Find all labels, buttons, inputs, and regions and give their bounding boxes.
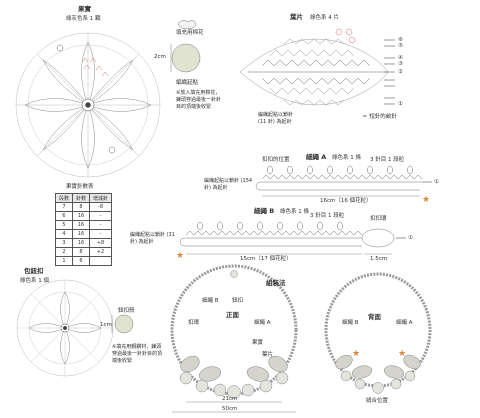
ball-note: ※放入填充用棉花，鍊頭穿過最後一針針目的頂端後收緊 xyxy=(176,90,222,110)
table-cell: 6 xyxy=(72,256,91,266)
cord-a-chart xyxy=(255,165,432,197)
leaf-row-6: ⑥ xyxy=(398,37,403,43)
cord-a-title: 細繩 A xyxy=(306,153,327,161)
button-title: 包鈕扣 xyxy=(24,267,44,275)
button-size: 1cm xyxy=(100,322,112,328)
cord-a-length: 16cm（16 個花粒） xyxy=(320,198,372,204)
cord-b-length: 15cm（17 個花粒） xyxy=(240,256,292,262)
back-cord-b-label: 細繩 B xyxy=(342,320,359,326)
cord-b-row: ① xyxy=(408,235,413,241)
table-cell: +8 xyxy=(89,238,113,248)
cord-a-start: 編織起點以鎖針 (154 針) 為起針 xyxy=(204,178,253,191)
table-cell: 2 xyxy=(54,247,74,257)
cord-b-loop-label: 扣扣環 xyxy=(370,216,387,222)
leaf-row-5: ⑤ xyxy=(398,43,403,49)
table-cell: - xyxy=(89,220,113,230)
table-cell: 8 xyxy=(72,247,91,257)
table-cell: - xyxy=(89,229,113,239)
cord-b-start: 編織起點以鎖針 (31 針) 為起針 xyxy=(130,232,175,245)
front-necklace xyxy=(170,264,298,413)
button-note: ※填充用鋼鑽材，鍊頭穿過最後一針針目的頂端後收緊 xyxy=(112,344,163,364)
leaf-color: 綠色系 4 片 xyxy=(310,15,339,21)
front-button-label: 鈕扣 xyxy=(232,298,244,304)
ball-start-label: 編織起點 xyxy=(176,80,199,86)
leaf-start: 編織起點以鎖針 (11 針) 為起針 xyxy=(258,112,294,125)
cord-b-chart xyxy=(179,221,406,255)
button-color: 綠色系 1 個 xyxy=(20,278,49,284)
leaf-row-4: ④ xyxy=(398,55,403,61)
length-label: 50cm xyxy=(222,406,238,412)
back-cord-a-label: 細繩 A xyxy=(396,320,413,326)
back-label: 背面 xyxy=(368,313,381,321)
front-clasp-label: 扣環 xyxy=(188,320,200,326)
flower-color: 綠灰色系 1 顆 xyxy=(66,16,101,22)
table-cell: 16 xyxy=(72,238,91,248)
assembly-title: 組裝法 xyxy=(266,279,286,287)
table-cell: 8 xyxy=(72,202,91,212)
count-table-header: 增減針 xyxy=(89,193,113,203)
table-cell: 7 xyxy=(54,202,74,212)
front-cord-b-label: 細繩 B xyxy=(202,298,219,304)
star-icon: ★ xyxy=(422,195,431,205)
front-cord-a-label: 細繩 A xyxy=(254,320,271,326)
leaf-row-1: ① xyxy=(398,101,403,107)
table-cell: -8 xyxy=(89,202,113,212)
table-cell: 3 xyxy=(54,238,74,248)
table-cell: 6 xyxy=(54,211,74,221)
flower-chart xyxy=(15,32,161,178)
table-cell: 16 xyxy=(72,229,91,239)
table-cell: 1 xyxy=(54,256,74,266)
star-icon: ★ xyxy=(398,349,407,359)
cord-b-color: 綠色系 1 條 xyxy=(280,209,309,215)
button-shell-label: 鈕扣殼 xyxy=(118,308,135,314)
table-cell: 16 xyxy=(72,211,91,221)
leaf-row-2: ② xyxy=(398,69,403,75)
front-leaf-label: 葉片 xyxy=(262,352,274,358)
back-necklace xyxy=(324,272,432,394)
cord-a-end-label: 扣扣的位置 xyxy=(262,157,290,163)
star-icon: ★ xyxy=(352,349,361,359)
cord-a-color: 綠色系 1 條 xyxy=(332,155,361,161)
star-icon: ★ xyxy=(176,251,185,261)
cord-b-title: 細繩 B xyxy=(254,207,275,215)
table-cell: - xyxy=(89,211,113,221)
front-fruit-label: 果實 xyxy=(252,340,264,346)
button-chart xyxy=(16,279,134,377)
table-cell xyxy=(89,256,113,266)
count-table-title: 果實針數表 xyxy=(66,184,94,190)
cord-b-spacing: 3 針目 1 段粒 xyxy=(310,213,345,219)
width-label: 21cm xyxy=(222,396,238,402)
leaf-chart xyxy=(239,28,395,106)
join-label: 縫合位置 xyxy=(366,398,389,404)
ball-diagram xyxy=(170,20,201,73)
cord-a-row: ① xyxy=(434,179,439,185)
cord-a-spacing: 3 針目 1 段粒 xyxy=(370,157,405,163)
ball-stuffing-label: 填充用棉花 xyxy=(176,30,204,36)
ball-size: 2cm xyxy=(154,54,166,60)
count-table-header: 段數 xyxy=(54,193,74,203)
cord-b-loop-size: 1.5cm xyxy=(370,256,388,262)
table-cell: 4 xyxy=(54,229,74,239)
table-cell: 5 xyxy=(54,220,74,230)
front-label: 正面 xyxy=(226,311,239,319)
flower-title: 果實 xyxy=(78,5,91,13)
leaf-title: 葉片 xyxy=(290,13,303,21)
table-cell: +2 xyxy=(89,247,113,257)
table-cell: 16 xyxy=(72,220,91,230)
leaf-legend: ＝ 短針的畝針 xyxy=(362,114,397,120)
count-table-header: 針數 xyxy=(72,193,91,203)
leaf-row-3: ③ xyxy=(398,61,403,67)
